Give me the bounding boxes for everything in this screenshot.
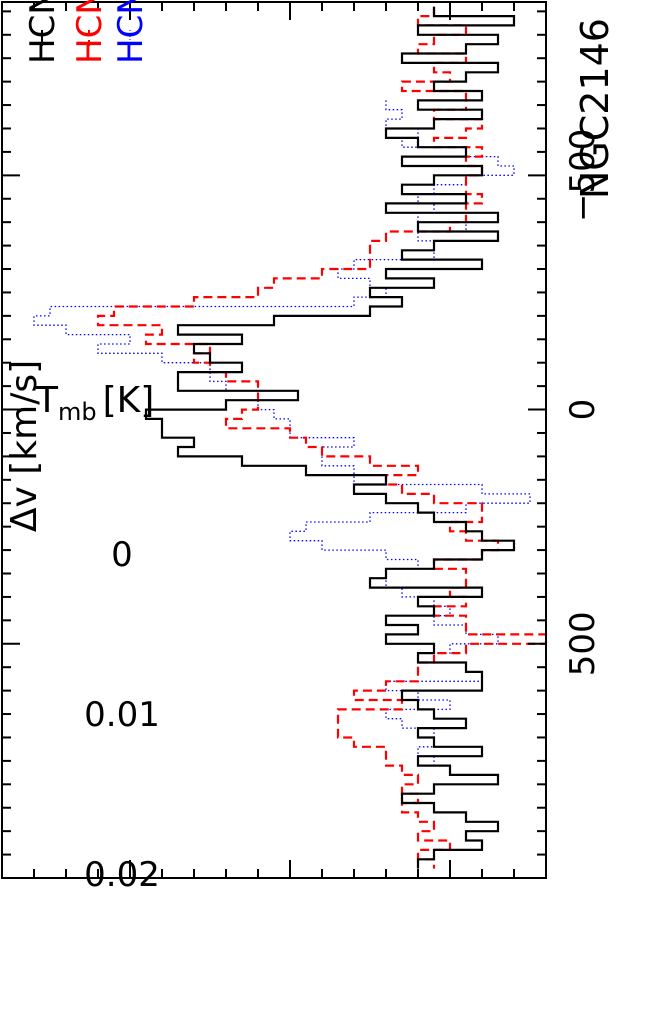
object-label: NGC2146 (573, 18, 617, 199)
ticks-layer (1, 2, 547, 879)
x-tick-label: −500 (563, 129, 603, 222)
series-line-hcn10 (144, 6, 516, 869)
y-axis-label: Tmb[K] (35, 380, 154, 426)
y-axis-subscript: mb (58, 398, 97, 426)
series-layer (33, 6, 548, 869)
legend: HCN(1−0) HCN(2−1) HCN(3−2) (23, 0, 151, 64)
y-tick-label: 0.02 (84, 855, 160, 895)
x-tick-label: 0 (563, 399, 603, 421)
y-tick-label: 0.01 (84, 695, 160, 735)
legend-label-hcn21: HCN(2−1) (70, 0, 110, 64)
legend-label-hcn32: HCN(3−2) (111, 0, 151, 64)
x-axis-label: Δv [km/s] (4, 360, 45, 532)
y-axis-unit: [K] (103, 380, 155, 421)
legend-label-hcn10: HCN(1−0) (23, 0, 63, 64)
y-axis-symbol: T (35, 380, 59, 421)
y-tick-label: 0 (111, 535, 133, 575)
plot-frame (1, 1, 547, 879)
tick-labels: −500 0 500 0 0.01 0.02 (84, 129, 603, 895)
series-line-hcn32 (33, 100, 531, 766)
x-tick-label: 500 (563, 611, 603, 676)
